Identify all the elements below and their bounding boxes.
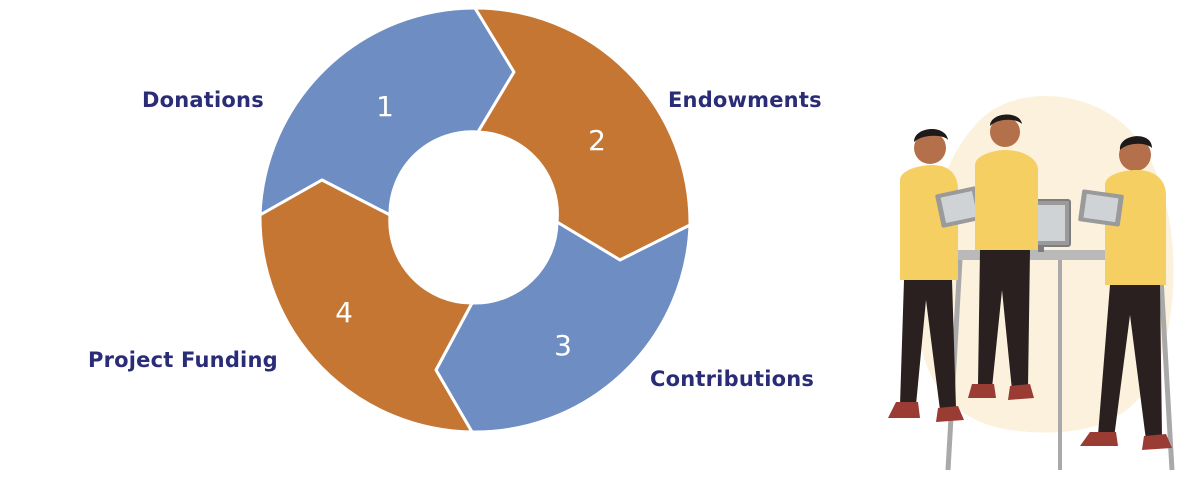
segment-1-number: 1 [376,90,394,123]
cycle-center-hole [393,138,553,298]
segment-2-number: 2 [588,124,606,157]
cycle-segment-2 [473,6,692,262]
label-endowments: Endowments [668,88,822,112]
segment-3-number: 3 [554,329,572,362]
label-project-funding: Project Funding [88,348,278,372]
label-contributions: Contributions [650,367,815,391]
cycle-segment-4 [258,178,474,434]
cycle-segment-1 [258,6,516,217]
label-donations: Donations [142,88,264,112]
segment-4-number: 4 [335,296,353,329]
cycle-segment-3 [434,220,692,434]
team-illustration-icon [888,96,1175,471]
